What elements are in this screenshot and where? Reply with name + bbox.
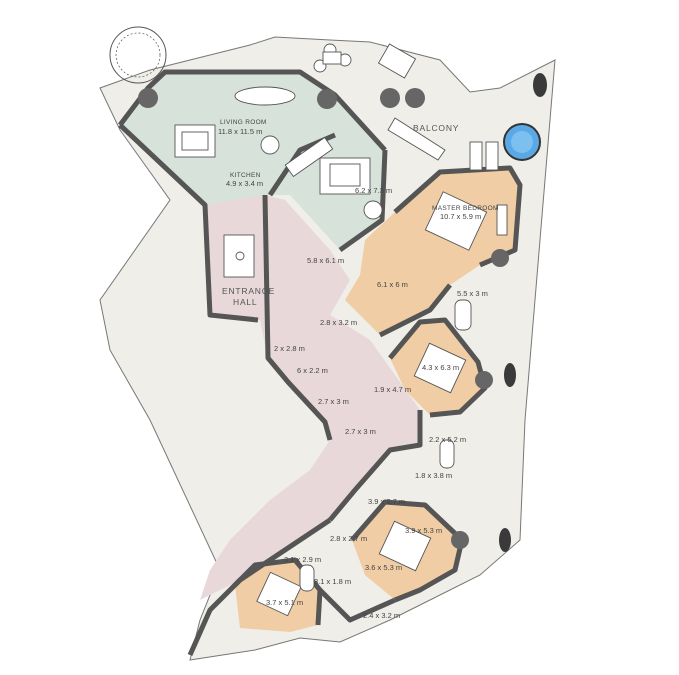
dimension-label: 2.8 x 3.2 m: [320, 318, 357, 327]
interior-wall: [262, 194, 333, 441]
bathtub: [299, 564, 315, 592]
bed: [378, 520, 432, 572]
dimension-label: 2.7 x 3 m: [345, 427, 376, 436]
bed: [256, 571, 302, 617]
interior-wall: [233, 557, 323, 626]
interior-wall: [318, 588, 397, 623]
room-dim-label: 11.8 x 11.5 m: [218, 127, 262, 136]
dimension-label: 6 x 2.2 m: [297, 366, 328, 375]
interior-wall: [338, 149, 388, 253]
dimension-label: 3.6 x 5.3 m: [365, 563, 402, 572]
column: [405, 88, 425, 108]
round-table: [363, 200, 383, 220]
column: [380, 88, 400, 108]
balcony-table: [377, 43, 417, 79]
kitchen-counter: [284, 136, 334, 178]
dimension-label: 1.9 x 4.7 m: [374, 385, 411, 394]
room-name-label: MASTER BEDROOM: [432, 205, 499, 212]
dimension-label: 5.5 x 3 m: [457, 289, 488, 298]
master-desk: [496, 204, 508, 236]
interior-wall: [393, 165, 523, 268]
bathtub: [439, 439, 455, 469]
dimension-label: 3.9 x 2.7 m: [368, 497, 405, 506]
planter: [109, 26, 167, 84]
interior-wall: [378, 283, 452, 338]
room-name-label: KITCHEN: [230, 172, 261, 179]
column: [491, 249, 509, 267]
dimension-label: 2 x 2.8 m: [274, 344, 305, 353]
dimension-label: 2.4 x 3.2 m: [363, 611, 400, 620]
dimension-label: 3.7 x 5.1 m: [266, 598, 303, 607]
lounge-sofa: [329, 163, 361, 187]
bathtub: [454, 299, 472, 331]
armchair: [260, 135, 280, 155]
plunge-pool: [511, 131, 533, 153]
dimension-label: 3.1 x 1.8 m: [314, 577, 351, 586]
dimension-label: 1.8 x 3.8 m: [415, 471, 452, 480]
bed: [413, 342, 467, 394]
master-bed: [424, 191, 488, 251]
column: [138, 88, 158, 108]
column: [317, 89, 337, 109]
interior-wall: [388, 317, 488, 418]
room-dim-label: 4.9 x 3.4 m: [226, 179, 263, 188]
entry-planter: [235, 251, 245, 261]
plant: [533, 73, 547, 97]
dimension-label: 3.9 x 5.3 m: [405, 526, 442, 535]
dimension-label: 3.1 x 2.9 m: [284, 555, 321, 564]
sofa: [181, 131, 209, 151]
dimension-label: 6.1 x 6 m: [377, 280, 408, 289]
dimension-label: 2.2 x 5.2 m: [429, 435, 466, 444]
entrance-hall-label: ENTRANCE: [222, 286, 275, 296]
dimension-label: 2.8 x 2.7 m: [330, 534, 367, 543]
balcony-sofa: [387, 117, 446, 161]
room-dim-label: 10.7 x 5.9 m: [440, 212, 481, 221]
plant: [504, 363, 516, 387]
entrance-hall-label: HALL: [233, 297, 257, 307]
living-room-area: [120, 72, 385, 250]
balcony-sunbed: [485, 141, 499, 171]
dimension-label: 5.8 x 6.1 m: [307, 256, 344, 265]
room-name-label: LIVING ROOM: [220, 119, 267, 126]
balcony-dining-table: [322, 51, 342, 65]
plant: [499, 528, 511, 552]
balcony-sunbed: [469, 141, 483, 171]
interior-wall: [328, 410, 423, 522]
dining-table: [234, 86, 296, 106]
planter: [115, 32, 161, 78]
column: [475, 371, 493, 389]
balcony-label: BALCONY: [413, 123, 459, 133]
dimension-label: 2.7 x 3 m: [318, 397, 349, 406]
hall-corridor-area: [200, 195, 420, 600]
column: [451, 531, 469, 549]
dimension-label: 4.3 x 6.3 m: [422, 363, 459, 372]
dimension-label: 6.2 x 7.3 m: [355, 186, 392, 195]
interior-wall: [118, 123, 259, 323]
